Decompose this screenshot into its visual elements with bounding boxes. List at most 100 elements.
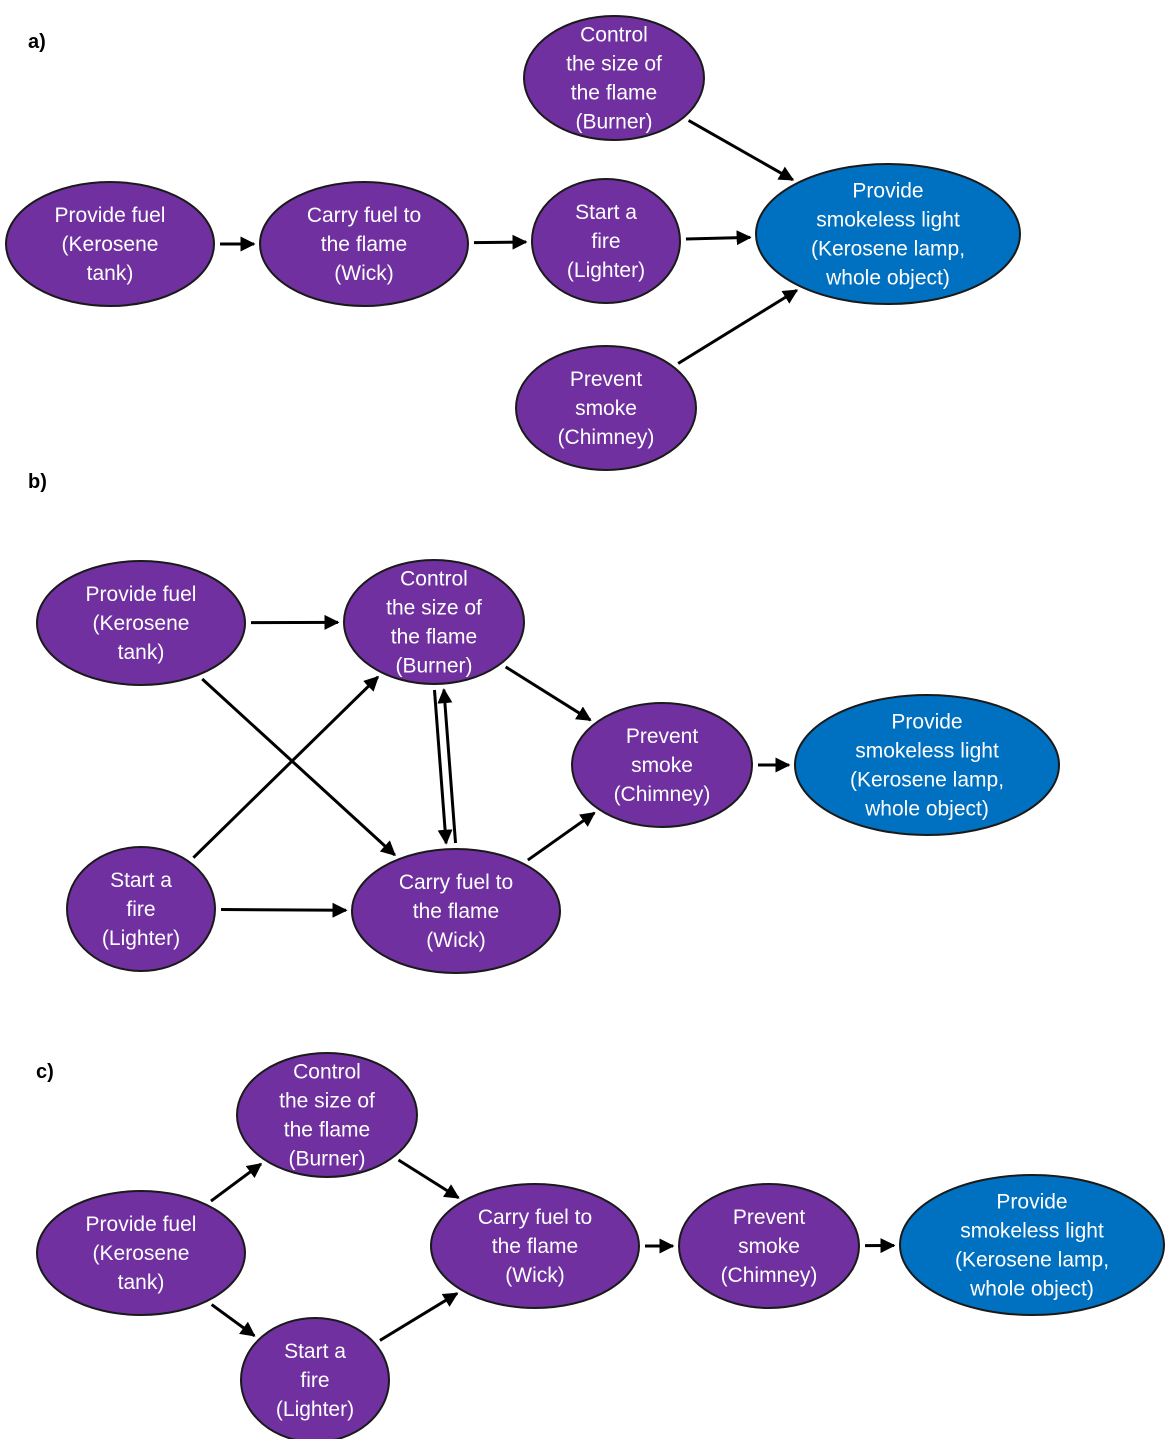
- edge-a-lighter-to-a-lamp: [685, 230, 752, 246]
- node-label-line: (Kerosene lamp,: [811, 238, 965, 261]
- node-label-a-tank: Provide fuel (Kerosene tank): [55, 204, 166, 285]
- node-label-line: Provide: [891, 711, 962, 734]
- node-label-line: (Kerosene: [93, 612, 190, 635]
- node-label-line: Provide: [996, 1191, 1067, 1214]
- node-label-line: Prevent: [733, 1206, 806, 1229]
- node-shape-b-tank: [36, 560, 246, 686]
- node-shape-b-chimney: [571, 702, 753, 828]
- edge-a-chimney-to-a-lamp: [677, 288, 799, 365]
- node-label-line: Carry fuel to: [399, 871, 513, 894]
- node-label-line: (Wick): [426, 929, 485, 952]
- node-label-c-lamp: Provide smokeless light (Kerosene lamp, who…: [955, 1191, 1109, 1301]
- node-label-line: (Kerosene: [93, 1242, 190, 1265]
- edge-b-burner-to-b-wick: [432, 689, 453, 845]
- node-label-line: Start a: [110, 869, 172, 892]
- node-label-line: smoke: [631, 754, 693, 777]
- node-shape-a-wick: [259, 181, 469, 307]
- node-label-line: smokeless light: [960, 1220, 1104, 1243]
- node-shape-c-burner: [236, 1052, 418, 1178]
- node-label-line: (Chimney): [558, 426, 655, 449]
- node-label-line: whole object): [864, 798, 989, 821]
- node-label-line: tank): [87, 262, 134, 285]
- panel-label-c: c): [36, 1061, 54, 1083]
- node-shape-a-lighter: [531, 178, 681, 304]
- node-label-line: (Burner): [575, 111, 652, 134]
- node-label-line: Carry fuel to: [307, 204, 421, 227]
- node-shape-a-tank: [5, 181, 215, 307]
- panel-a-edges: [220, 119, 799, 365]
- edge-c-tank-to-c-burner: [210, 1162, 263, 1203]
- node-shape-c-chimney: [678, 1183, 860, 1309]
- node-label-line: (Wick): [505, 1264, 564, 1287]
- node-label-line: whole object): [825, 267, 950, 290]
- node-label-line: the flame: [284, 1119, 370, 1142]
- node-shape-c-lamp: [899, 1174, 1165, 1316]
- node-shape-a-burner: [523, 15, 705, 141]
- node-label-line: fire: [126, 898, 155, 921]
- node-label-line: the flame: [391, 626, 477, 649]
- node-label-line: whole object): [969, 1278, 1094, 1301]
- node-label-line: Carry fuel to: [478, 1206, 592, 1229]
- node-c-lamp: Provide smokeless light (Kerosene lamp, who…: [899, 1174, 1165, 1316]
- node-label-line: (Lighter): [567, 259, 645, 282]
- node-label-line: the size of: [279, 1090, 375, 1113]
- node-label-line: the size of: [386, 597, 482, 620]
- edge-b-burner-to-b-chimney: [504, 665, 592, 722]
- edge-b-tank-to-b-wick: [201, 677, 396, 857]
- node-label-line: Control: [580, 24, 648, 47]
- node-label-line: (Kerosene lamp,: [850, 769, 1004, 792]
- node-label-b-tank: Provide fuel (Kerosene tank): [86, 583, 197, 664]
- node-label-line: Provide fuel: [55, 204, 166, 227]
- node-label-line: Provide fuel: [86, 583, 197, 606]
- node-label-line: Provide: [852, 180, 923, 203]
- node-label-line: tank): [118, 1271, 165, 1294]
- panel-b-edges: [192, 614, 791, 918]
- edge-c-lighter-to-c-wick: [379, 1292, 459, 1342]
- node-shape-c-wick: [430, 1183, 640, 1309]
- node-label-line: smoke: [575, 397, 637, 420]
- node-shape-b-wick: [351, 848, 561, 974]
- node-label-line: (Kerosene lamp,: [955, 1249, 1109, 1272]
- node-label-line: (Kerosene: [62, 233, 159, 256]
- node-label-line: fire: [591, 230, 620, 253]
- panel-label-a: a): [28, 31, 46, 53]
- panel-label-b: b): [28, 471, 47, 493]
- node-shape-c-tank: [36, 1190, 246, 1316]
- edge-c-tank-to-c-lighter: [210, 1303, 256, 1337]
- node-label-line: (Chimney): [721, 1264, 818, 1287]
- node-label-line: the flame: [321, 233, 407, 256]
- node-shape-a-lamp: [755, 163, 1021, 305]
- node-label-line: tank): [118, 641, 165, 664]
- node-label-line: Prevent: [626, 725, 699, 748]
- node-label-line: (Lighter): [276, 1398, 354, 1421]
